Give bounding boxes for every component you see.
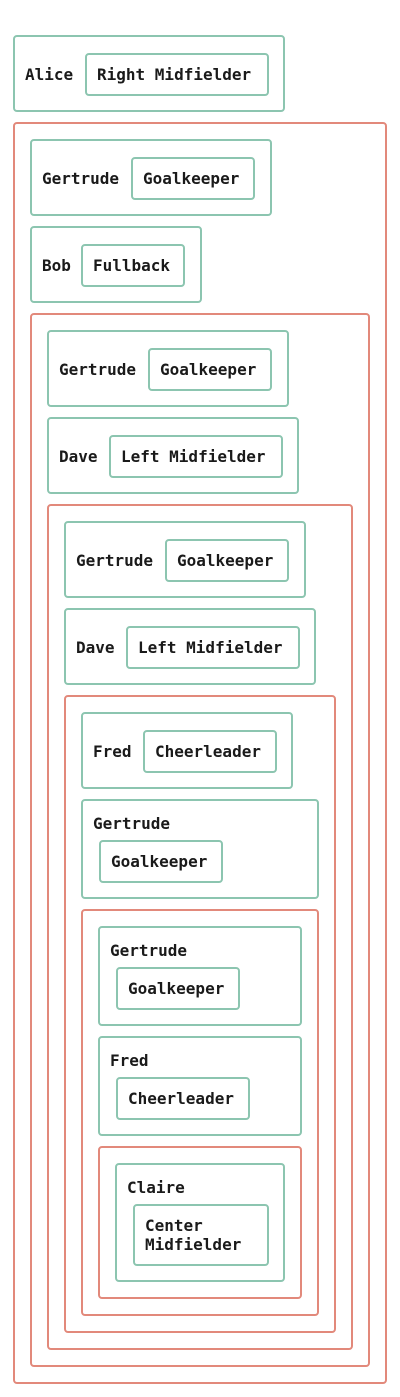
role-label: Left Midfielder [138,638,283,657]
player-card: Claire Center Midfielder [115,1163,285,1282]
player-card: Gertrude Goalkeeper [81,799,319,899]
player-name: Fred [93,742,132,761]
role-badge: Center Midfielder [133,1204,269,1266]
role-label: Cheerleader [128,1089,234,1108]
role-label: Right Midfielder [97,65,252,84]
role-label: Goalkeeper [111,852,208,871]
player-name: Fred [110,1051,149,1070]
role-label: Left Midfielder [121,447,266,466]
role-badge: Goalkeeper [165,539,289,582]
player-card: Gertrude Goalkeeper [98,926,302,1026]
role-label: Goalkeeper [143,169,240,188]
player-name: Gertrude [42,169,120,188]
player-name: Gertrude [93,814,171,833]
role-label: Goalkeeper [160,360,257,379]
role-badge: Goalkeeper [131,157,255,200]
player-name: Dave [76,638,115,657]
role-label: Fullback [93,256,171,275]
player-card: Dave Left Midfielder [64,608,316,685]
role-label: Goalkeeper [128,979,225,998]
player-card: Fred Cheerleader [98,1036,302,1136]
role-badge: Goalkeeper [99,840,223,883]
role-badge: Left Midfielder [109,435,283,478]
role-badge: Cheerleader [116,1077,250,1120]
role-label: Cheerleader [155,742,261,761]
role-label: Goalkeeper [177,551,274,570]
role-badge: Fullback [81,244,185,287]
player-card: Dave Left Midfielder [47,417,299,494]
player-name: Bob [42,256,71,275]
player-name: Claire [127,1178,185,1197]
player-name: Gertrude [110,941,188,960]
player-name: Alice [25,65,74,84]
player-card: Gertrude Goalkeeper [47,330,289,407]
role-badge: Goalkeeper [116,967,240,1010]
player-name: Gertrude [59,360,137,379]
role-badge: Cheerleader [143,730,277,773]
role-label: Center Midfielder [145,1216,242,1254]
player-card: Gertrude Goalkeeper [64,521,306,598]
role-badge: Goalkeeper [148,348,272,391]
player-card: Gertrude Goalkeeper [30,139,272,216]
player-card: Bob Fullback [30,226,202,303]
player-card: Fred Cheerleader [81,712,293,789]
player-name: Dave [59,447,98,466]
player-name: Gertrude [76,551,154,570]
role-badge: Right Midfielder [85,53,269,96]
role-badge: Left Midfielder [126,626,300,669]
player-card: Alice Right Midfielder [13,35,285,112]
